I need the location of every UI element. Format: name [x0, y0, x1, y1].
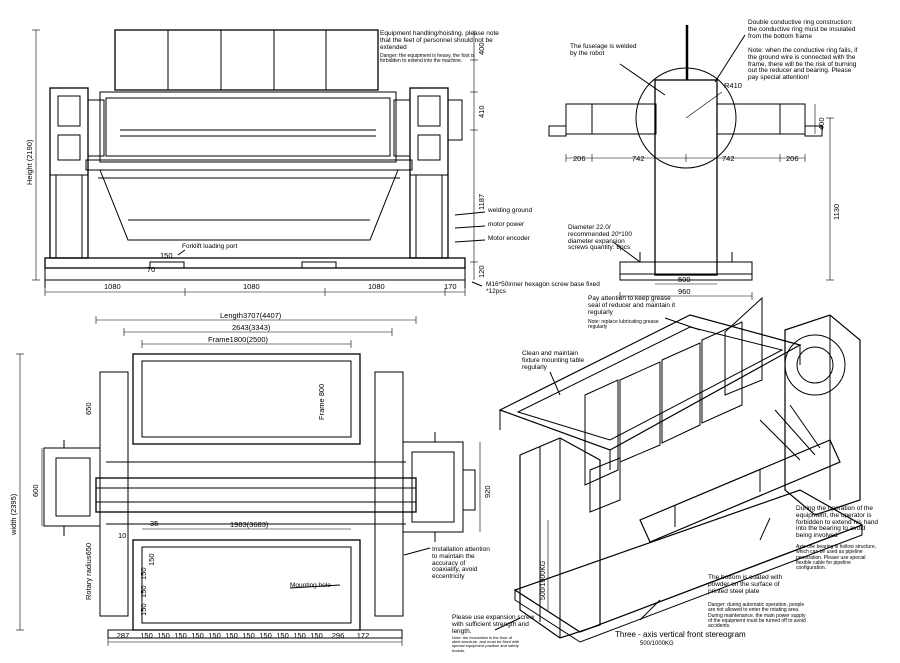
dim-206-b: 206	[786, 154, 799, 163]
dim-bottom: 150	[174, 631, 187, 640]
note-motor-power: motor power	[488, 221, 525, 228]
note-expansion: Please use expansion screw with sufficie…	[452, 614, 535, 635]
dim-1983: 1983(3683)	[230, 520, 269, 529]
note-load: 500/1000KG	[540, 560, 547, 600]
dim-r410: R410	[724, 81, 742, 90]
note-handling-small: Danger: the equipment is heavy, the foot…	[380, 53, 475, 65]
note-diameter: Diameter 22.0/ recommended 20*100 diamet…	[568, 224, 632, 252]
bottom-dim-row: 287 150 150 150 150 150 150 150 150 150 …	[108, 632, 402, 642]
dim-length: Length3707(4407)	[220, 311, 282, 320]
dim-bottom: 150	[259, 631, 272, 640]
dim-1080-a: 1080	[104, 282, 121, 291]
note-grease: Pay attention to keep grease seal of red…	[588, 295, 676, 316]
dim-10: 10	[118, 531, 127, 540]
note-clean: Clean and maintain fixture mounting tabl…	[522, 350, 585, 371]
note-coated: The bottom is coated with powder on the …	[708, 574, 783, 595]
dim-170: 170	[444, 282, 457, 291]
dim-frame-800: Frame 800	[317, 383, 326, 420]
dim-920: 920	[483, 485, 492, 498]
dim-col: 150	[139, 603, 148, 616]
dim-bottom: 150	[242, 631, 255, 640]
note-expansion-small: Note: the foundation is the floor of ste…	[452, 635, 520, 653]
iso-caption-sub: 500/1000KG	[640, 641, 674, 647]
dim-bottom: 150	[157, 631, 170, 640]
dim-bottom: 150	[208, 631, 221, 640]
dim-bottom: 150	[225, 631, 238, 640]
dim-742-a: 742	[632, 154, 645, 163]
note-motor-encoder: Motor encoder	[488, 235, 530, 242]
top-view	[16, 316, 481, 646]
dim-600: 600	[31, 484, 40, 497]
note-grease-small: Note: replace lubricating grease regular…	[588, 319, 659, 331]
dim-206-a: 206	[573, 154, 586, 163]
dim-70: 70	[147, 265, 156, 274]
dim-1080-c: 1080	[368, 282, 385, 291]
dim-bottom: 150	[293, 631, 306, 640]
note-install: Installation attention to maintain the a…	[432, 546, 490, 581]
note-ring-warning: Note: when the conductive ring fails, if…	[748, 47, 858, 82]
note-forklift: Forklift loading port	[182, 243, 238, 250]
dim-bottom: 150	[276, 631, 289, 640]
dim-1130: 1130	[832, 203, 841, 220]
dim-col: 150	[147, 553, 156, 566]
dim-960: 960	[678, 287, 691, 296]
dim-bottom: 296	[331, 631, 345, 640]
side-view	[548, 25, 834, 300]
dim-height: Height (2190)	[25, 139, 34, 185]
dim-bottom: 172	[356, 631, 370, 640]
note-hand: During the operation of the equipment, t…	[796, 505, 879, 540]
dim-650: 650	[84, 402, 93, 415]
dim-width: width (2395)	[9, 493, 18, 535]
dim-400: 400	[477, 42, 486, 55]
iso-view	[494, 296, 864, 643]
dim-1080-b: 1080	[243, 282, 260, 291]
dim-bottom: 150	[191, 631, 204, 640]
note-handling: Equipment handling/hoisting, please note…	[380, 30, 499, 51]
note-coated-small: Danger: during automatic operation, peop…	[708, 602, 806, 629]
dim-2643: 2643(3343)	[232, 323, 271, 332]
dim-742-b: 742	[722, 154, 735, 163]
dim-bottom: 150	[310, 631, 323, 640]
note-welded: The fuselage is welded by the robot	[570, 43, 637, 57]
dim-bottom: 150	[140, 631, 153, 640]
dim-120: 120	[477, 265, 486, 278]
note-ring: Double conductive ring construction: the…	[748, 19, 856, 40]
iso-caption: Three - axis vertical front stereogram	[615, 630, 746, 639]
dim-col: 150	[139, 567, 148, 580]
front-view	[32, 29, 486, 296]
dim-410: 410	[477, 105, 486, 118]
dim-35: 35	[150, 519, 159, 528]
note-hand-small: Axis one bearing is hollow structure, wh…	[796, 544, 877, 571]
note-mounting-hole: Mounting hole	[290, 582, 331, 589]
note-screw: M16*50inner hexagon screw base fixed *12…	[486, 281, 600, 295]
dim-rotary-radius: Rotary radius650	[84, 542, 93, 600]
dim-150: 150	[160, 251, 173, 260]
dim-400-side: 400	[817, 117, 826, 130]
dim-bottom: 287	[116, 631, 130, 640]
dim-500: 500	[678, 275, 691, 284]
note-welding-ground: welding ground	[488, 207, 533, 214]
dim-frame-1800: Frame1800(2500)	[208, 335, 269, 344]
dim-1187: 1187	[477, 193, 486, 210]
dim-col: 150	[139, 585, 148, 598]
